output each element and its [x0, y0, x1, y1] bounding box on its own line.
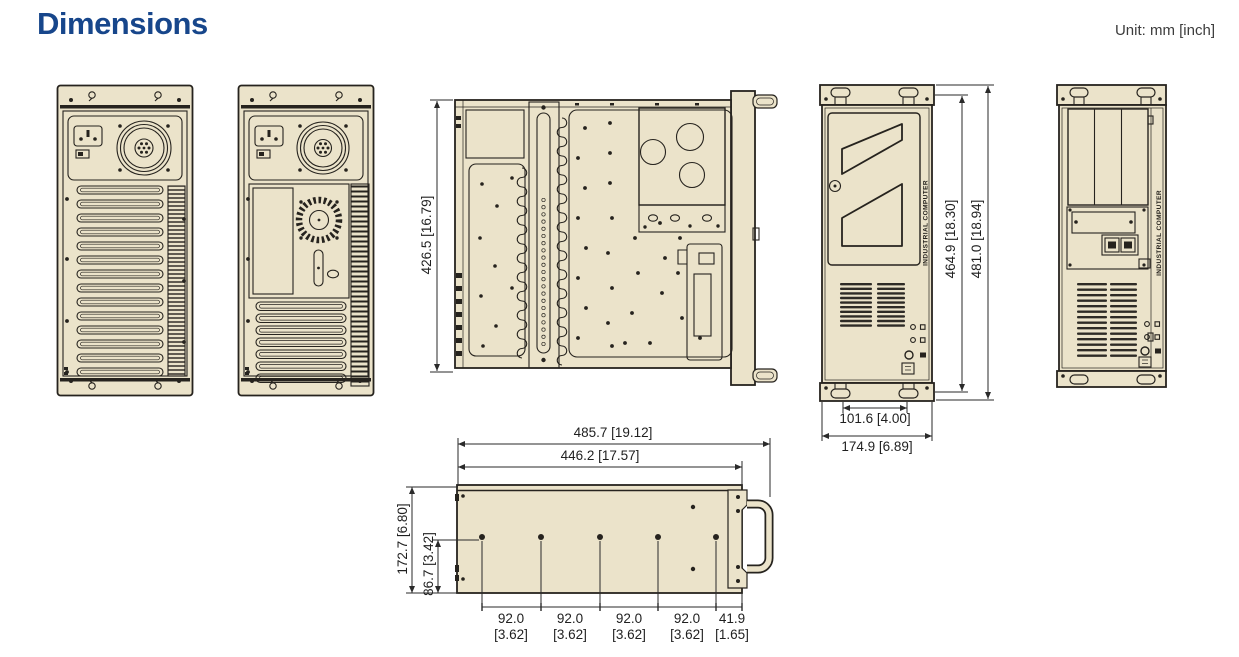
dim-side-width-inner-label: 446.2 [17.57]: [560, 448, 640, 463]
io-area: [248, 183, 350, 299]
side-view-drawing: [450, 480, 780, 610]
dim-front-height-inner-label: 464.9 [18.30]: [943, 199, 958, 279]
carry-handle-icon: [1069, 87, 1156, 105]
dim-hole-spacing-label: 92.0 [3.62]: [612, 611, 646, 642]
dim-side-width-outer-label: 485.7 [19.12]: [573, 425, 653, 440]
carry-handle-icon: [830, 383, 919, 399]
slot-opening-icon: [313, 249, 324, 287]
usb-port-icon: [1104, 237, 1120, 253]
dim-hole-spacing-label: 92.0 [3.62]: [553, 611, 587, 642]
door-window-upper: [841, 123, 903, 175]
vent-slots: [1077, 283, 1137, 357]
keylock-icon: [901, 362, 915, 375]
brand-side-text: INDUSTRIAL COMPUTER: [1156, 190, 1163, 276]
unit-label: Unit: mm [inch]: [1114, 22, 1215, 39]
card-guide-wave: [556, 117, 568, 366]
power-inlet-icon: [73, 125, 103, 147]
psu-module: [248, 115, 364, 181]
motherboard-tray: [568, 109, 733, 358]
power-switch-icon: [75, 149, 90, 159]
connector-icon: [326, 269, 340, 279]
front-bracket: [727, 489, 748, 589]
drive-bays: [1067, 108, 1149, 206]
fan-grille-icon: [116, 120, 172, 176]
hold-down-bracket: [528, 101, 560, 369]
indicator-leds: [901, 324, 926, 375]
mounting-holes: [479, 534, 719, 540]
brand-side-text: INDUSTRIAL COMPUTER: [923, 180, 930, 266]
chassis-interior: [454, 99, 732, 369]
carry-handle-icon: [752, 94, 778, 383]
dim-top-height-label: 426.5 [16.79]: [419, 195, 434, 275]
drive-cage-top: [465, 109, 525, 159]
power-inlet-icon: [254, 125, 284, 147]
usb-port-icon: [1120, 237, 1136, 253]
psu-module: [67, 115, 183, 181]
carry-handle-icon: [830, 87, 919, 105]
front-panel: [821, 104, 933, 384]
fan-mount-box: [638, 107, 726, 233]
dim-hole-spacing-label: 92.0 [3.62]: [494, 611, 528, 642]
dim-front-width-inner-label: 101.6 [4.00]: [839, 411, 911, 426]
top-view-drawing: [450, 88, 780, 393]
front-bar: [730, 90, 756, 386]
card-guide-wave: [516, 167, 528, 359]
dim-hole-spacing-label: 41.9 [1.65]: [715, 611, 749, 642]
dim-hole-spacing-label: 92.0 [3.62]: [670, 611, 704, 642]
front-view-door-drawing: INDUSTRIAL COMPUTER: [818, 83, 936, 408]
indicator-leds: [1138, 321, 1161, 368]
door-window-lower: [841, 183, 903, 247]
door-lock-icon: [828, 179, 842, 193]
vent-slots: [840, 283, 905, 327]
power-switch-icon: [256, 149, 271, 159]
front-view-open-drawing: INDUSTRIAL COMPUTER: [1055, 83, 1170, 394]
dim-front-height-outer-label: 481.0 [18.94]: [969, 199, 984, 279]
rear-view-a-drawing: [56, 84, 194, 402]
carry-handle-icon: [747, 499, 774, 574]
dim-front-width-outer-label: 174.9 [6.89]: [841, 439, 913, 454]
keylock-icon: [1138, 356, 1152, 368]
left-plate: [468, 163, 526, 357]
page-title: Dimensions: [37, 6, 208, 41]
front-door: [827, 112, 921, 266]
rear-view-b-drawing: [237, 84, 375, 402]
cpu-fan-icon: [295, 196, 343, 244]
dim-side-height-holes-label: 86.7 [3.42]: [421, 532, 436, 596]
vent-grille-icon: [350, 183, 370, 387]
drive-bracket: [677, 243, 723, 361]
carry-handle-icon: [1069, 374, 1156, 385]
control-panel: [1066, 206, 1151, 270]
dim-side-height-outer-label: 172.7 [6.80]: [395, 503, 410, 575]
